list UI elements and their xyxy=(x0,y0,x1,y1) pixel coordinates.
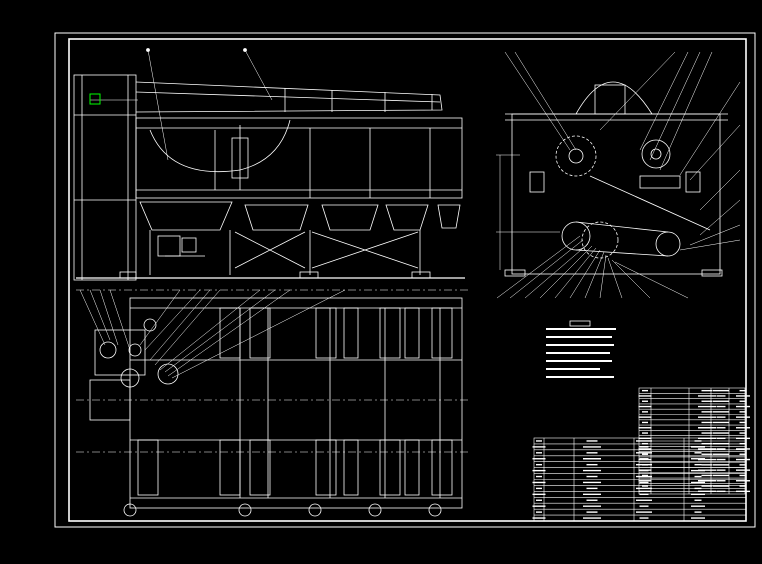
pulley-top xyxy=(641,139,671,169)
plan-leaders xyxy=(79,289,346,379)
motor-base xyxy=(639,175,681,189)
gearbox-housing xyxy=(89,379,131,421)
panel xyxy=(315,307,337,359)
belt xyxy=(575,221,669,233)
leader-line xyxy=(147,49,169,161)
hopper-1 xyxy=(139,201,233,231)
foot-pad xyxy=(299,271,319,279)
panel xyxy=(379,439,401,496)
notes-block xyxy=(546,320,616,378)
leader-dot xyxy=(243,48,247,52)
panel xyxy=(431,307,453,359)
panel xyxy=(249,307,271,359)
foot-pad xyxy=(411,271,431,279)
bearing-block xyxy=(685,171,701,193)
large-gear xyxy=(555,135,597,177)
pulley-plan xyxy=(157,363,179,385)
hopper-2 xyxy=(244,204,309,231)
drive-gear xyxy=(581,221,619,259)
panel xyxy=(343,307,359,359)
bearing-block xyxy=(529,171,545,193)
wheel xyxy=(368,503,382,517)
panel xyxy=(249,439,271,496)
outer-border xyxy=(54,32,756,528)
leader-line xyxy=(244,49,273,101)
machine-box xyxy=(135,117,463,199)
leader-dot xyxy=(146,48,150,52)
panel xyxy=(343,439,359,496)
panel xyxy=(137,439,159,496)
front-elevation-view xyxy=(73,48,465,281)
drum-hood xyxy=(575,81,653,115)
feed-chute xyxy=(594,84,626,115)
belt xyxy=(589,175,711,231)
side-elevation-view xyxy=(496,51,741,299)
parts-list-table xyxy=(638,387,750,495)
motor-plan xyxy=(94,329,146,376)
cross-brace xyxy=(234,231,306,269)
side-foot xyxy=(701,269,723,277)
screen-panels xyxy=(137,307,453,496)
plan-view xyxy=(76,289,470,517)
panel xyxy=(379,307,401,359)
title-block-table xyxy=(532,437,747,522)
foot-pad xyxy=(119,271,137,279)
motor-coupling xyxy=(181,237,197,253)
notes-heading-bar xyxy=(569,320,591,327)
pulley-plan xyxy=(99,341,117,359)
pulley-hub xyxy=(650,148,662,160)
wheel xyxy=(238,503,252,517)
hopper-5 xyxy=(437,204,461,229)
wheel xyxy=(123,503,137,517)
panel xyxy=(431,439,453,496)
pulley-plan xyxy=(120,368,140,388)
panel xyxy=(404,439,420,496)
side-foot xyxy=(504,269,526,277)
inner-border xyxy=(68,38,747,522)
hopper-3 xyxy=(321,204,379,231)
sheet-border xyxy=(54,32,756,528)
ucs-marker-icon xyxy=(89,93,101,105)
inclined-trough xyxy=(135,81,443,113)
belt xyxy=(575,249,669,257)
panel xyxy=(315,439,337,496)
panel xyxy=(404,307,420,359)
side-leaders xyxy=(496,51,741,299)
trough-edge xyxy=(135,91,441,103)
pulley-plan xyxy=(128,343,142,357)
gear-hub xyxy=(568,148,584,164)
wheel xyxy=(308,503,322,517)
wheel xyxy=(428,503,442,517)
cross-brace xyxy=(311,231,419,269)
